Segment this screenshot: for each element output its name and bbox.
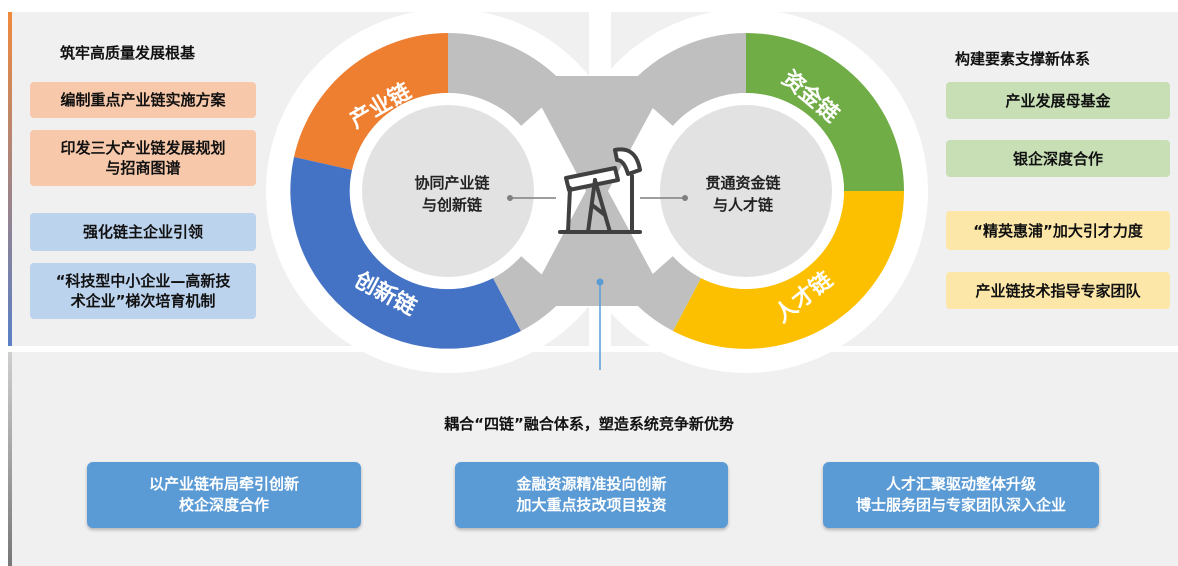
left-item-4: “科技型中小企业—高新技 术企业”梯次培育机制 — [30, 263, 256, 319]
right-item-2: 银企深度合作 — [946, 140, 1170, 177]
right-ring-connector-segment-lower — [628, 256, 701, 331]
left-item-3: 强化链主企业引领 — [30, 213, 256, 251]
bottom-panel — [8, 352, 1178, 566]
bottom-box-3: 人才汇聚驱动整体升级 博士服务团与专家团队深入企业 — [823, 462, 1099, 528]
right-item-3: “精英惠浦”加大引才力度 — [946, 211, 1170, 250]
left-item-2: 印发三大产业链发展规划 与招商图谱 — [30, 130, 256, 186]
innovation-chain-segment — [290, 157, 521, 349]
left-center-label-line1: 协同产业链 — [414, 174, 490, 192]
right-item-1: 产业发展母基金 — [946, 82, 1170, 119]
left-heading: 筑牢高质量发展根基 — [60, 44, 196, 62]
bottom-box-2: 金融资源精准投向创新 加大重点技改项目投资 — [455, 462, 728, 528]
industry-chain-segment — [294, 33, 448, 170]
pointer-dot — [596, 278, 604, 286]
right-ring-connector-segment — [628, 33, 746, 126]
left-link-dot — [507, 195, 513, 201]
pump-jack-icon — [558, 147, 642, 234]
capital-chain-segment — [746, 33, 904, 191]
left-ring-connector-segment-lower — [493, 256, 566, 331]
right-center-disc — [660, 105, 832, 277]
right-heading: 构建要素支撑新体系 — [955, 50, 1091, 68]
right-center-label-line2: 与人才链 — [713, 196, 774, 214]
left-center-label-line2: 与创新链 — [422, 196, 483, 214]
right-item-4: 产业链技术指导专家团队 — [946, 272, 1170, 309]
right-link-dot — [682, 195, 688, 201]
talent-chain-segment — [673, 191, 904, 349]
left-ring-connector-segment — [448, 33, 566, 126]
left-item-1: 编制重点产业链实施方案 — [30, 82, 256, 118]
right-center-label-line1: 贯通资金链 — [705, 174, 781, 192]
left-accent-bar — [8, 12, 12, 346]
left-center-disc — [362, 105, 534, 277]
bottom-box-1: 以产业链布局牵引创新 校企深度合作 — [87, 462, 361, 528]
bottom-title: 耦合“四链”融合体系，塑造系统竞争新优势 — [444, 415, 734, 433]
bottom-accent-bar — [8, 352, 12, 566]
